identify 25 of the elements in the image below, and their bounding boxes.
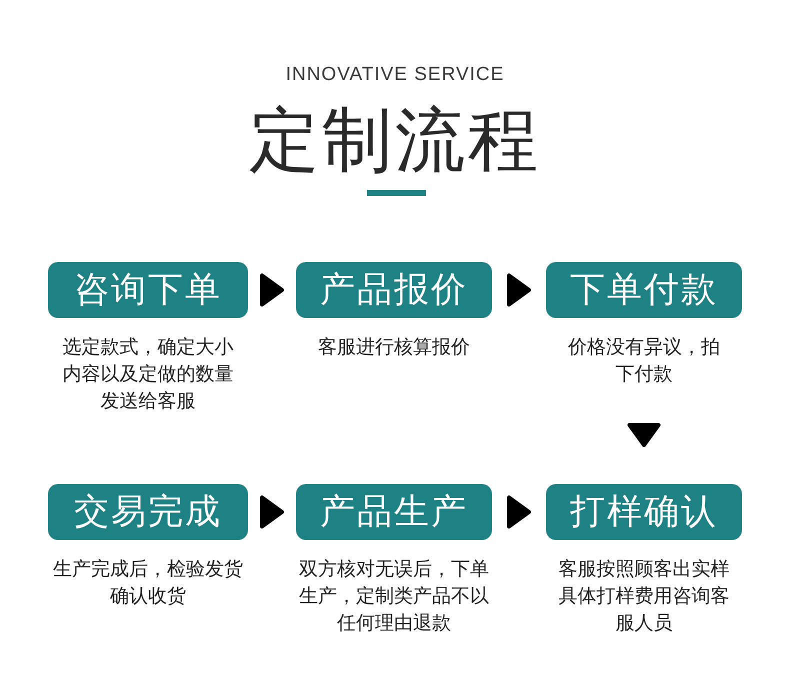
step-title: 产品生产: [320, 492, 468, 532]
step-title: 交易完成: [74, 492, 222, 532]
arrow: [260, 274, 284, 306]
process-box: [546, 484, 742, 540]
step-description: 选定款式，确定大小内容以及定做的数量发送给客服: [62, 335, 234, 414]
process-box: [296, 262, 492, 318]
step-description: 价格没有异议，拍下付款: [567, 335, 721, 387]
process-box: [546, 262, 742, 318]
process-box: [296, 484, 492, 540]
step-title: 打样确认: [570, 492, 718, 532]
step-description: 生产完成后，检验发货确认收货: [52, 557, 244, 609]
step-title: 产品报价: [320, 270, 468, 310]
step-title: 咨询下单: [74, 270, 222, 310]
arrow: [507, 496, 531, 528]
arrow: [260, 496, 284, 528]
subtitle: INNOVATIVE SERVICE: [286, 63, 504, 87]
step-title: 下单付款: [570, 270, 718, 310]
step-description: 客服按照顾客出实样具体打样费用咨询客服人员: [558, 557, 730, 636]
process-box: [48, 262, 248, 318]
step-description: 客服进行核算报价: [317, 335, 471, 360]
process-box: [48, 484, 248, 540]
step-description: 双方核对无误后，下单生产，定制类产品不以任何理由退款: [298, 557, 490, 636]
arrow: [507, 274, 531, 306]
arrow: [628, 423, 660, 448]
title: 定制流程: [249, 104, 541, 176]
